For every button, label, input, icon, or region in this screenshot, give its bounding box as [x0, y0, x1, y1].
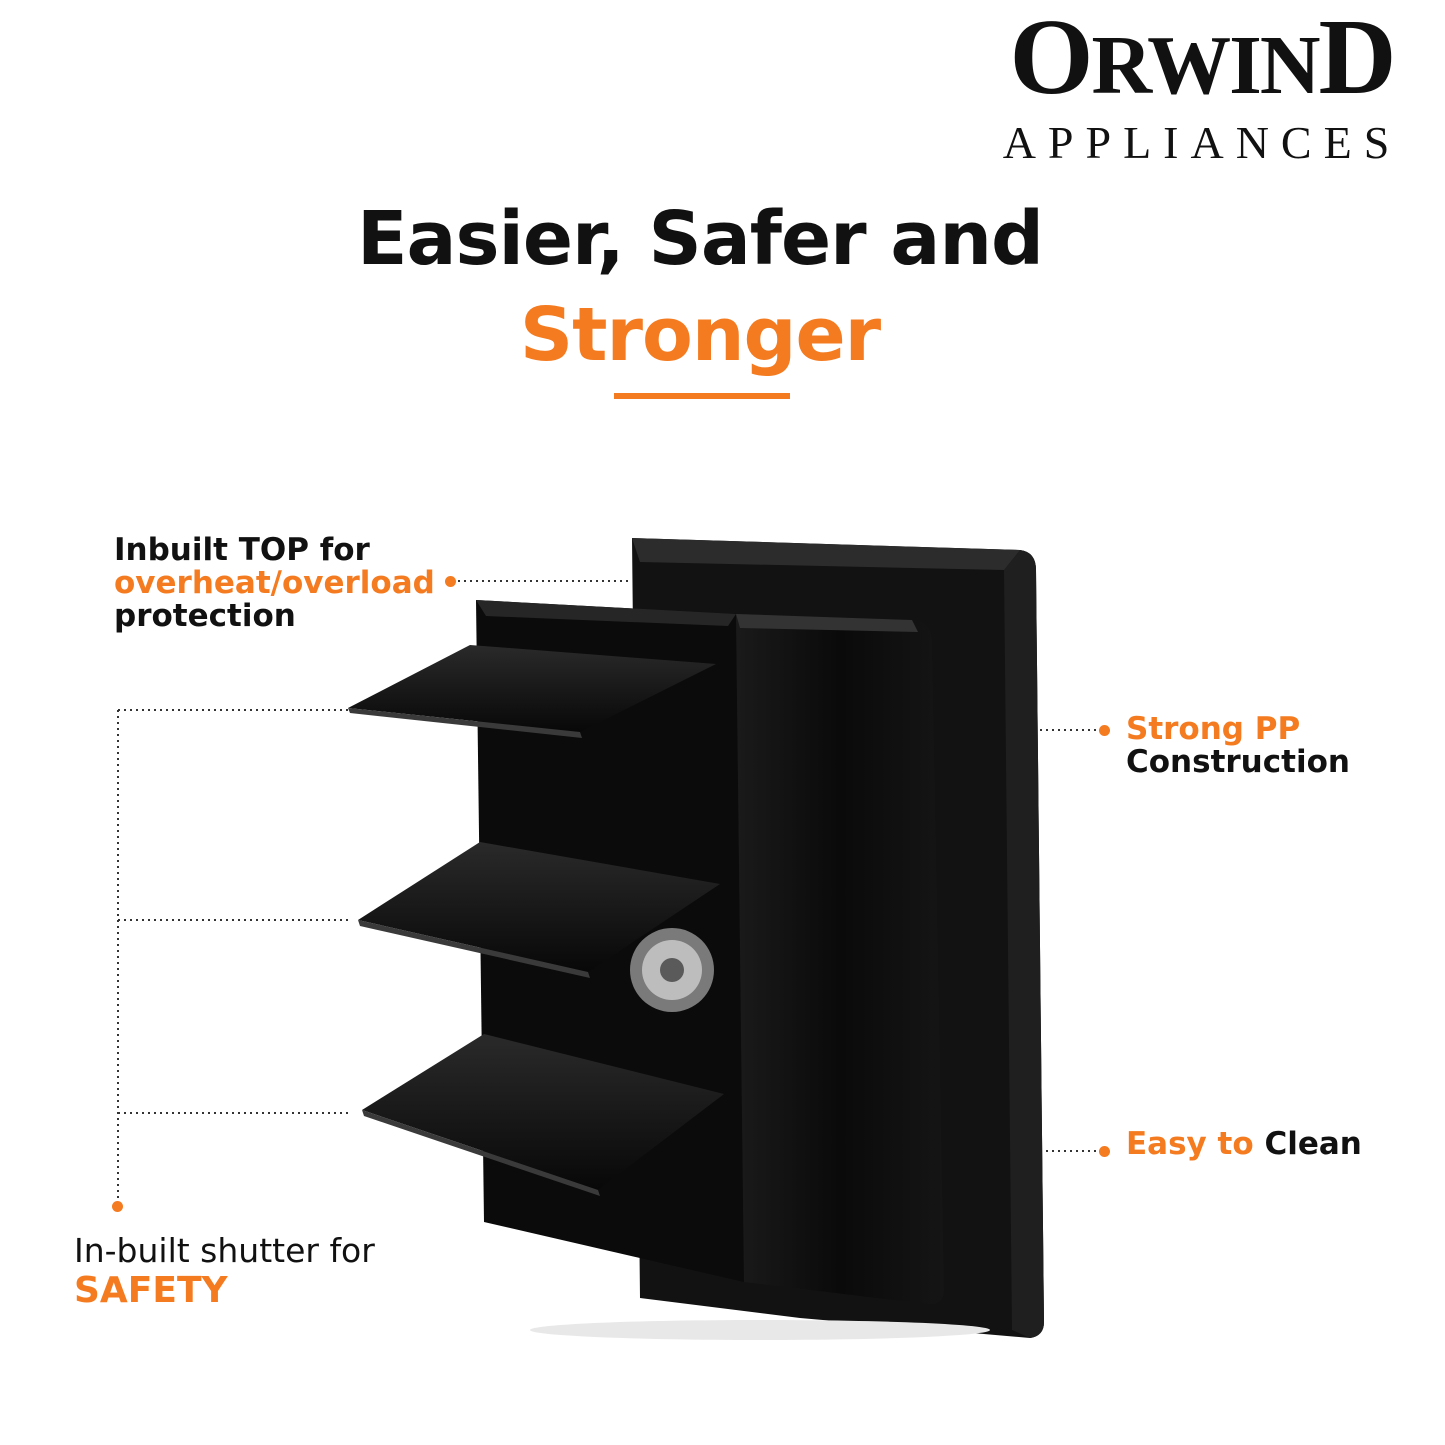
headline-line1: Easier, Safer and	[356, 196, 1044, 282]
callout-top-protection: Inbuilt TOP for overheat/overload protec…	[114, 532, 435, 634]
exhaust-fan-with-shutter-illustration	[348, 538, 1044, 1340]
brand-tagline: APPLIANCES	[1002, 117, 1402, 168]
callout-strong-pp: Strong PP Construction	[1126, 711, 1350, 780]
headline-line2: Stronger	[519, 292, 881, 378]
callout-easy-clean: Easy to Clean	[1126, 1126, 1362, 1162]
callout-dot-top	[445, 576, 456, 587]
brand-logo: ORWIND APPLIANCES	[967, 0, 1437, 168]
brand-name: ORWIND	[1009, 0, 1396, 117]
headline-underline	[614, 393, 790, 399]
callout-shutter-safety: In-built shutter for SAFETY	[74, 1231, 375, 1311]
callout-dot-clean	[1099, 1146, 1110, 1157]
callout-dot-pp	[1099, 725, 1110, 736]
callout-dot-safety	[112, 1201, 123, 1212]
